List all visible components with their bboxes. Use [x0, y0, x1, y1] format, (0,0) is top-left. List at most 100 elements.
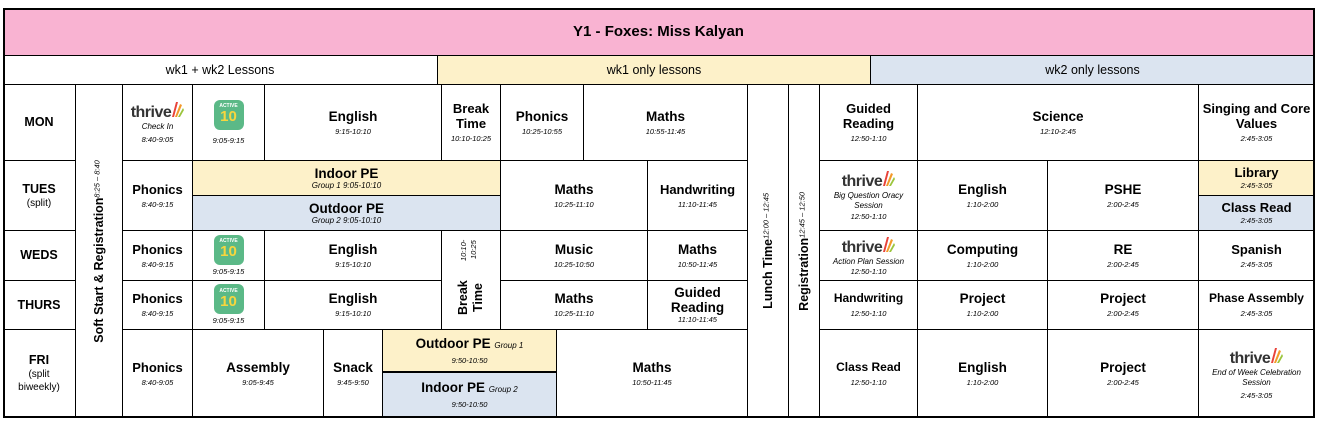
lesson-time: 9:05-9:15 [212, 266, 245, 276]
lesson-label: Phonics [132, 359, 183, 375]
lesson-label: Phase Assembly [1209, 291, 1304, 305]
mon-break-time: Break Time 10:10-10:25 [442, 85, 501, 161]
wed-spanish: Spanish 2:45-3:05 [1199, 231, 1315, 281]
day-weds: WEDS [3, 231, 76, 281]
mon-maths: Maths 10:55-11:45 [584, 85, 748, 161]
tue-phonics: Phonics 8:40-9:15 [123, 161, 193, 231]
lesson-time: 2:45-3:05 [1240, 216, 1273, 225]
lesson-label: Big Question Oracy Session [833, 191, 904, 210]
fri-snack: Snack 9:45-9:50 [324, 330, 383, 418]
lesson-label: Spanish [1231, 241, 1282, 257]
lesson-time: 10:50-11:45 [677, 259, 718, 269]
fri-phonics: Phonics 8:40-9:05 [123, 330, 193, 418]
fri-assembly: Assembly 9:05-9:45 [193, 330, 324, 418]
lesson-label: Action Plan Session [832, 256, 905, 266]
lesson-label: Guided Reading [842, 101, 895, 131]
lesson-group: Group 2 [311, 215, 341, 225]
thu-maths: Maths 10:25-11:10 [501, 281, 648, 330]
legend-wk2-only-label: wk2 only lessons [1045, 63, 1140, 77]
lesson-time: 8:40-9:15 [141, 259, 174, 269]
thrive-leaf-icon [172, 102, 185, 117]
lesson-label: Library [1234, 165, 1279, 180]
mon-guided-reading: Guided Reading 12:50-1:10 [820, 85, 918, 161]
day-label: FRI [28, 353, 50, 367]
break-label: Break Time [456, 280, 485, 316]
lesson-time: 10:25-10:55 [521, 126, 563, 136]
lesson-time: 2:45-3:05 [1240, 391, 1273, 400]
lunch-time-range: 12:00 – 12:45 [761, 193, 770, 239]
wed-english: English 9:15-10:10 [265, 231, 442, 281]
fri-english: English 1:10-2:00 [918, 330, 1048, 418]
lesson-time: 8:40-9:05 [141, 135, 174, 144]
lesson-label: English [328, 241, 378, 257]
thu-project-1: Project 1:10-2:00 [918, 281, 1048, 330]
registration: Registration 12:45 – 12:50 [789, 85, 820, 418]
tue-english: English 1:10-2:00 [918, 161, 1048, 231]
lesson-time: 2:00-2:45 [1107, 199, 1139, 209]
lesson-label: Maths [554, 181, 594, 197]
lesson-label: Computing [946, 241, 1019, 257]
lesson-time: 8:40-9:15 [141, 309, 174, 318]
lesson-time: 10:55-11:45 [645, 126, 686, 136]
day-thurs: THURS [3, 281, 76, 330]
lesson-label: Handwriting [659, 181, 736, 197]
fri-indoor-pe: Indoor PE Group 2 9:50-10:50 [383, 373, 557, 418]
lesson-time: 10:25-11:10 [554, 199, 594, 209]
thrive-logo: thrive [842, 235, 896, 257]
lesson-time: 9:15-10:10 [335, 259, 371, 269]
day-sub: (split) [26, 197, 52, 209]
mon-phonics: Phonics 10:25-10:55 [501, 85, 584, 161]
lesson-time: 2:00-2:45 [1107, 259, 1139, 269]
lesson-label: Assembly [226, 359, 290, 375]
lesson-time: 9:05-9:15 [212, 316, 245, 325]
lesson-label: Class Read [1221, 200, 1292, 215]
break-time-range: 10:10-10:25 [459, 239, 478, 261]
lesson-time: 9:05-9:15 [212, 135, 245, 145]
thrive-leaf-icon [883, 236, 896, 252]
tue-handwriting: Handwriting 11:10-11:45 [648, 161, 748, 231]
thrive-leaf-icon [1271, 348, 1284, 363]
legend-wk1-only-label: wk1 only lessons [606, 63, 702, 77]
lesson-label: Project [1100, 291, 1146, 306]
lesson-time: 1:10-2:00 [966, 259, 999, 269]
lesson-time: 2:45-3:05 [1240, 181, 1273, 190]
lesson-label: PSHE [1104, 181, 1142, 197]
lesson-label: Handwriting [833, 291, 904, 305]
lesson-time: 9:50-10:50 [451, 355, 488, 365]
lesson-time: 9:05-9:45 [242, 377, 274, 387]
lesson-label: Maths [645, 108, 685, 124]
lesson-time: 2:45-3:05 [1240, 134, 1273, 143]
wed-thrive-action-plan: thrive Action Plan Session 12:50-1:10 [820, 231, 918, 281]
tue-pshe: PSHE 2:00-2:45 [1048, 161, 1199, 231]
day-tues: TUES (split) [3, 161, 76, 231]
thrive-logo-text: thrive [130, 104, 172, 121]
lesson-label: Maths [632, 359, 672, 375]
legend-wk1-wk2: wk1 + wk2 Lessons [3, 56, 438, 85]
lesson-time: 10:50-11:45 [632, 377, 672, 387]
lesson-time: 12:10-2:45 [1040, 126, 1076, 136]
lesson-time: 11:10-11:45 [678, 199, 717, 209]
fri-outdoor-pe: Outdoor PE Group 1 9:50-10:50 [383, 330, 557, 373]
wed-computing: Computing 1:10-2:00 [918, 231, 1048, 281]
mon-thrive-check-in: thrive Check In 8:40-9:05 [123, 85, 193, 161]
lesson-group: Group 1 [311, 180, 341, 190]
lesson-label: Outdoor PE [415, 335, 491, 351]
lesson-label: Phonics [515, 108, 569, 124]
lunch-label: Lunch Time [760, 238, 775, 309]
lesson-time: 9:05-10:10 [342, 215, 382, 225]
thrive-logo: thrive [842, 169, 896, 191]
wed-re: RE 2:00-2:45 [1048, 231, 1199, 281]
lesson-time: 9:45-9:50 [337, 377, 369, 387]
lesson-time: 1:10-2:00 [966, 309, 999, 318]
thrive-logo: thrive [1230, 346, 1284, 368]
soft-start-label: Soft Start & Registration [91, 197, 106, 343]
lesson-label: Project [959, 291, 1006, 306]
lesson-label: Maths [554, 291, 594, 306]
thu-english: English 9:15-10:10 [265, 281, 442, 330]
thrive-logo-text: thrive [841, 173, 883, 190]
day-label: WEDS [20, 248, 58, 262]
lesson-label: End of Week Celebration Session [1212, 368, 1301, 387]
